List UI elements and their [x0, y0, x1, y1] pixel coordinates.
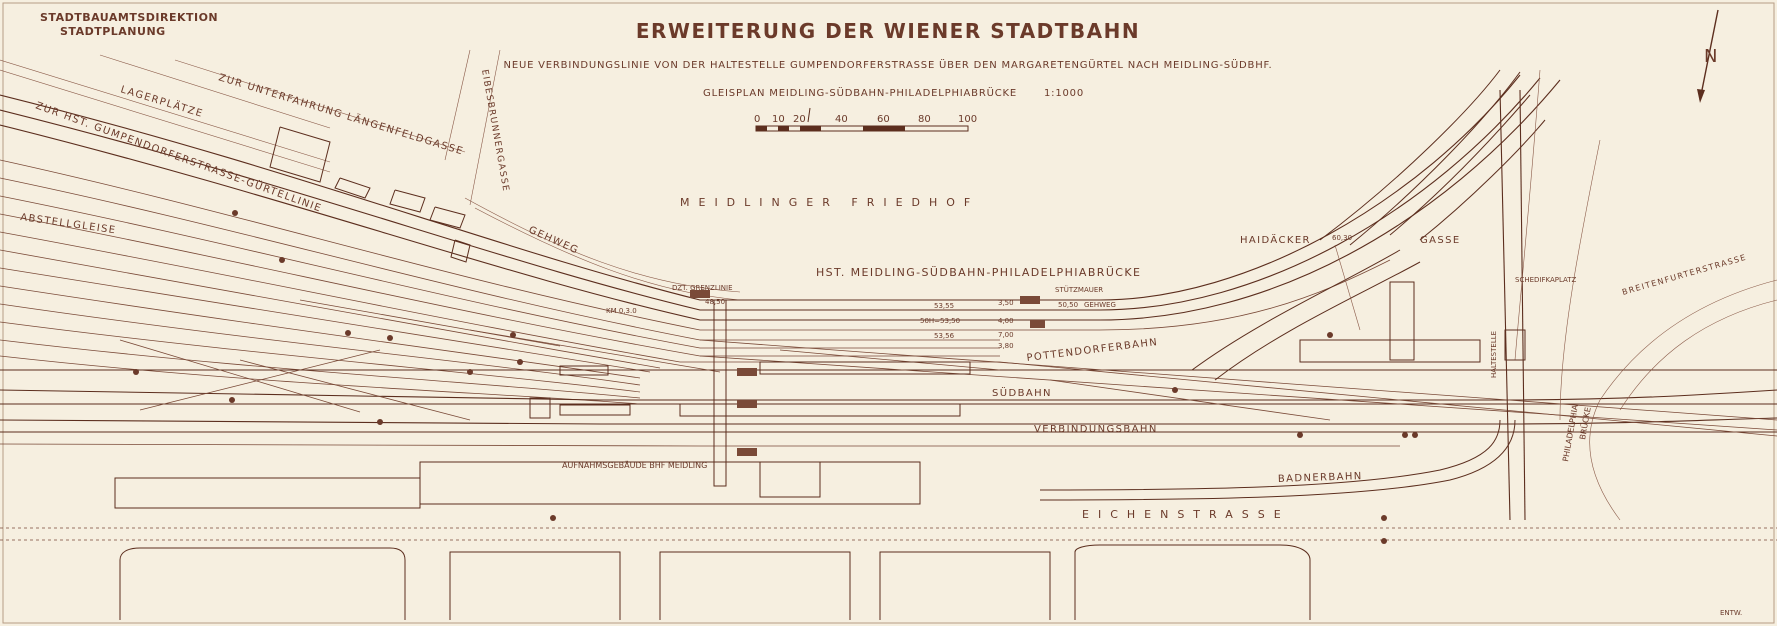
scale-label: 100 — [958, 114, 977, 125]
stair-block — [1020, 296, 1040, 304]
label-gehweg-right: GEHWEG — [1084, 301, 1116, 309]
scale-label: 10 — [772, 114, 785, 125]
stair-block — [737, 448, 757, 456]
dimension-label: 48,50 — [705, 298, 725, 306]
signal-icon — [510, 332, 516, 338]
dimension-label: 3,80 — [998, 342, 1014, 350]
dimension-label: 4,00 — [998, 317, 1014, 325]
label-haltestelle: HST. MEIDLING-SÜDBAHN-PHILADELPHIABRÜCKE — [816, 266, 1141, 279]
signal-icon — [1172, 387, 1178, 393]
signal-icon — [1412, 432, 1418, 438]
plan-scale: 1:1000 — [1044, 88, 1084, 99]
gehweg-edge — [464, 197, 741, 293]
scale-label: 0 — [754, 114, 760, 125]
signal-icon — [345, 330, 351, 336]
dimension-label: 3,50 — [998, 299, 1014, 307]
label-haltestelle-vertical: HALTESTELLE — [1490, 331, 1498, 378]
label-haidacker: HAIDÄCKER — [1240, 233, 1311, 246]
signal-icon — [1381, 538, 1387, 544]
stair-block — [737, 368, 757, 376]
map-subtitle: NEUE VERBINDUNGSLINIE VON DER HALTESTELL… — [504, 58, 1273, 71]
signal-icon — [232, 210, 238, 216]
label-verbindungsbahn: VERBINDUNGSBAHN — [1034, 424, 1158, 435]
label-badnerbahn: BADNERBAHN — [1278, 471, 1363, 485]
north-arrow-icon: N — [1697, 9, 1719, 103]
signal-icon — [1327, 332, 1333, 338]
plan-title: GLEISPLAN MEIDLING-SÜDBAHN-PHILADELPHIAB… — [703, 86, 1017, 99]
label-eichenstrasse: EICHENSTRASSE — [1082, 508, 1290, 521]
signal-icon — [1402, 432, 1408, 438]
embankment-right — [1191, 69, 1777, 521]
label-gasse: GASSE — [1420, 235, 1461, 246]
label-grenzlinie: DZT. GRENZLINIE — [672, 284, 733, 292]
dimension-label: 50H=53,50 — [920, 317, 960, 325]
signal-icon — [517, 359, 523, 365]
label-stuetzmauer: STÜTZMAUER — [1055, 285, 1103, 294]
upper-left-area — [0, 49, 501, 263]
signal-icon — [229, 397, 235, 403]
stair-block — [1030, 320, 1045, 328]
scale-label: 20 — [793, 114, 806, 125]
signal-icon — [467, 369, 473, 375]
signal-markers — [133, 210, 1418, 544]
dimension-label: 50,50 — [1058, 301, 1078, 309]
dimension-label: 53,55 — [934, 302, 954, 310]
label-schedifkaplatz: SCHEDIFKAPLATZ — [1515, 276, 1577, 284]
platforms — [114, 281, 1526, 509]
signal-icon — [1381, 515, 1387, 521]
label-km: KM 0,3.0 — [606, 307, 637, 315]
label-suedbahn: SÜDBAHN — [992, 386, 1052, 399]
scale-label: 40 — [835, 114, 848, 125]
north-arrow-letter: N — [1704, 46, 1717, 67]
office-department: STADTPLANUNG — [60, 25, 166, 38]
eichenstrasse-street — [0, 419, 1777, 620]
office-name: STADTBAUAMTSDIREKTION — [40, 11, 218, 24]
station-crossing-structure — [713, 299, 727, 487]
dimension-label: 60,30 — [1332, 234, 1352, 242]
signal-icon — [387, 335, 393, 341]
dimension-label: 53,56 — [934, 332, 955, 340]
signal-icon — [377, 419, 383, 425]
scale-bar: 0 10 20 40 60 80 100 — [754, 107, 977, 132]
signal-icon — [133, 369, 139, 375]
scale-label: 60 — [877, 114, 890, 125]
label-aufnahmsgebaeude: AUFNAHMSGEBÄUDE BHF MEIDLING — [562, 460, 707, 470]
label-friedhof: MEIDLINGER FRIEDHOF — [680, 196, 979, 209]
stair-block — [737, 400, 757, 408]
dimension-label: 7,00 — [998, 331, 1014, 339]
label-entw: ENTW. — [1720, 609, 1742, 617]
signal-icon — [550, 515, 556, 521]
map-title: ERWEITERUNG DER WIENER STADTBAHN — [636, 19, 1140, 43]
signal-icon — [279, 257, 285, 263]
signal-icon — [1297, 432, 1303, 438]
scale-label: 80 — [918, 114, 931, 125]
stair-block — [690, 290, 710, 298]
